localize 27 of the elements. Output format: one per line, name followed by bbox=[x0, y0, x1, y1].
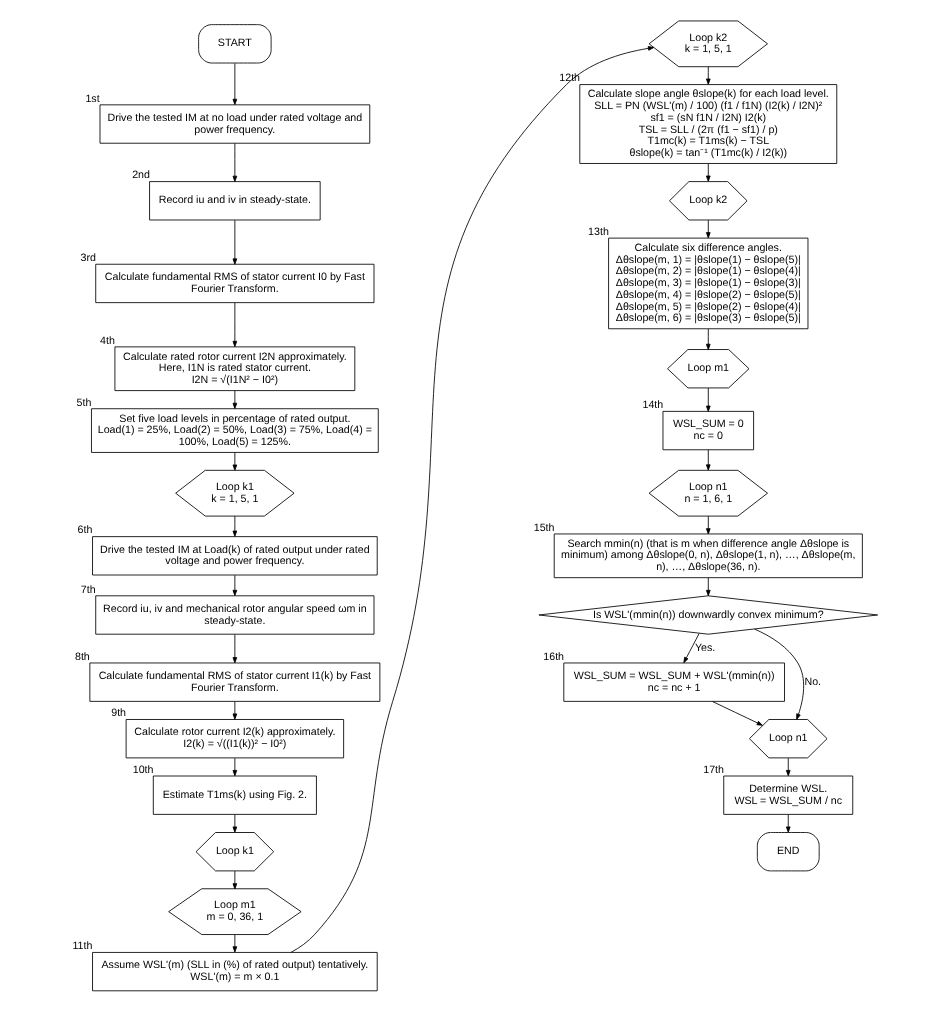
arrow bbox=[231, 870, 237, 890]
arrow bbox=[705, 515, 710, 535]
arrow bbox=[705, 328, 710, 350]
arrow bbox=[231, 219, 237, 265]
arrow bbox=[705, 163, 710, 182]
arrow bbox=[231, 390, 237, 409]
arrow bbox=[231, 814, 237, 833]
arrow bbox=[784, 757, 790, 777]
arrow bbox=[231, 515, 237, 537]
arrow bbox=[711, 701, 762, 726]
arrow bbox=[705, 449, 710, 471]
arrow bbox=[231, 934, 237, 953]
arrow bbox=[231, 634, 237, 664]
arrow bbox=[231, 302, 237, 348]
arrow bbox=[231, 62, 237, 105]
arrow bbox=[231, 701, 237, 720]
arrow bbox=[784, 814, 790, 833]
arrow bbox=[705, 66, 710, 85]
arrow bbox=[705, 219, 710, 239]
arrow bbox=[705, 387, 710, 412]
arrow bbox=[289, 46, 654, 953]
arrow bbox=[231, 143, 237, 182]
arrow bbox=[231, 452, 237, 471]
arrow bbox=[705, 577, 710, 597]
arrow bbox=[231, 757, 237, 777]
arrow bbox=[231, 574, 237, 597]
arrow bbox=[682, 633, 699, 664]
